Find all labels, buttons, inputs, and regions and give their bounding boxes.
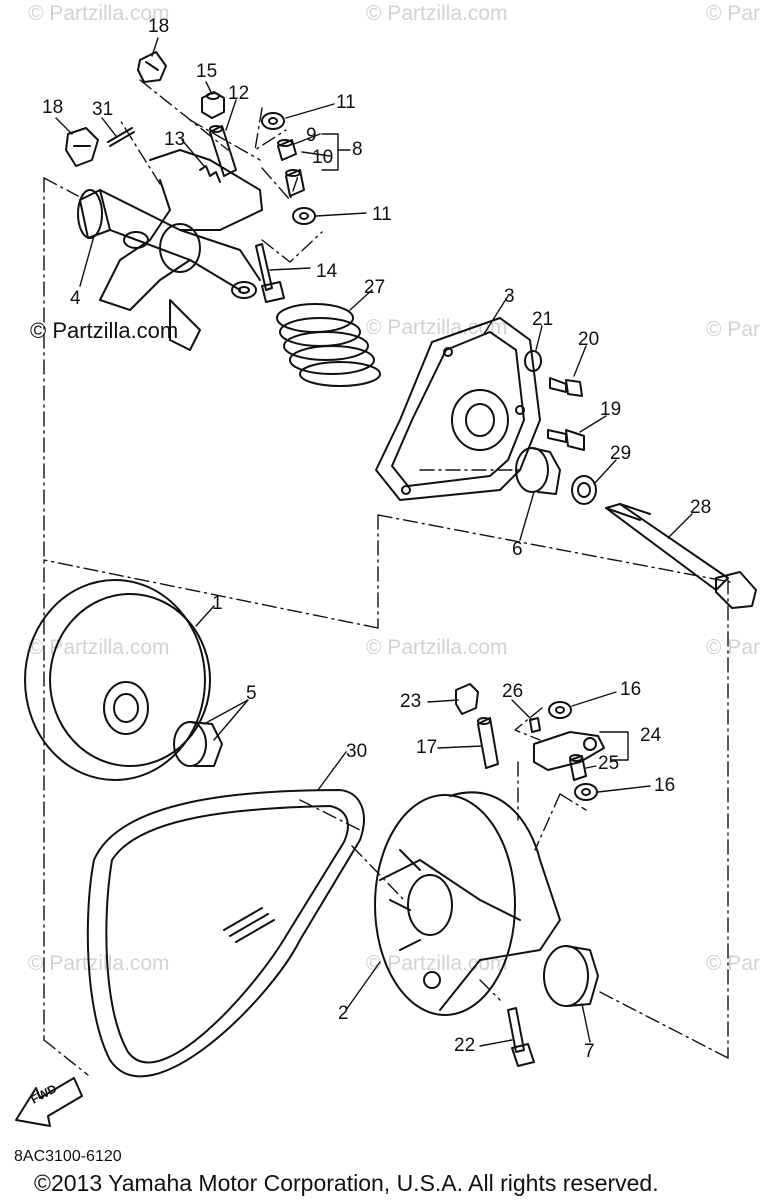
clip-part-18-left [65, 127, 99, 167]
callout-21: 21 [532, 309, 554, 330]
watermark: © Partzilla.com [366, 2, 508, 25]
bushing-part-6 [515, 447, 561, 495]
drive-belt-part-30 [86, 789, 365, 1078]
callout-8: 8 [352, 139, 363, 160]
watermark: © Partzilla.com [366, 316, 508, 339]
callout-12: 12 [228, 83, 250, 104]
leader-lines [55, 37, 693, 1047]
callout-26: 26 [502, 681, 524, 702]
pin-part-17 [477, 717, 499, 769]
callout-1: 1 [212, 593, 223, 614]
clip-part-18-top [137, 51, 167, 83]
watermark: © Partzilla.com [366, 636, 508, 659]
nut-part-15 [201, 91, 225, 119]
callout-25: 25 [598, 753, 620, 774]
callout-7: 7 [584, 1041, 595, 1062]
washer-part-21 [524, 350, 542, 372]
bolt-part-14 [255, 243, 285, 303]
spider-cover-part-3 [375, 317, 541, 501]
watermark: © Par [706, 2, 760, 25]
callout-9: 9 [306, 125, 317, 146]
pin-part-12 [209, 125, 237, 177]
watermark: © Par [706, 952, 760, 975]
watermark: © Par [706, 318, 760, 341]
callout-29: 29 [610, 443, 632, 464]
callout-31: 31 [92, 99, 114, 120]
collar-part-29 [571, 475, 597, 505]
callout-14: 14 [316, 261, 338, 282]
pin-part-31 [107, 127, 135, 147]
callout-27: 27 [364, 277, 386, 298]
washer-part-16-upper [548, 701, 572, 719]
washer-part-11-lower [292, 207, 316, 225]
bolt-part-19 [547, 429, 585, 451]
callout-22: 22 [454, 1035, 476, 1056]
bolt-part-22 [507, 1007, 535, 1067]
spring-part-27 [276, 303, 381, 387]
callout-6: 6 [512, 539, 523, 560]
watermark-dark: © Partzilla.com [30, 318, 179, 343]
nut-part-23 [455, 683, 479, 715]
collar-part-10 [285, 169, 305, 197]
callout-11-top: 11 [336, 92, 356, 113]
callout-11-lower: 11 [372, 204, 392, 225]
spring-part-13 [199, 165, 221, 183]
watermark: © Partzilla.com [28, 2, 170, 25]
callout-13: 13 [164, 129, 186, 150]
diagram-reference-code: 8AC3100-6120 [14, 1148, 122, 1165]
watermark: © Par [706, 636, 760, 659]
callout-5: 5 [246, 683, 257, 704]
watermark: © Partzilla.com [28, 636, 170, 659]
roller-part-9 [277, 139, 297, 161]
fwd-arrow-icon [15, 1077, 83, 1127]
washer-part-11-top [261, 112, 285, 130]
callout-10: 10 [312, 147, 334, 168]
callout-24: 24 [640, 725, 662, 746]
arm-part-24 [533, 731, 605, 771]
callout-19: 19 [600, 399, 622, 420]
spider-hub-part-4 [77, 149, 263, 351]
collar-part-25 [569, 754, 587, 781]
callout-15: 15 [196, 61, 218, 82]
callout-18-top: 18 [148, 16, 170, 37]
bushing-part-5 [173, 721, 223, 767]
watermark: © Partzilla.com [28, 952, 170, 975]
screw-part-26 [529, 717, 541, 733]
washer-part-16-lower [574, 783, 598, 801]
copyright-notice: ©2013 Yamaha Motor Corporation, U.S.A. A… [34, 1170, 659, 1196]
callout-3: 3 [504, 286, 515, 307]
callout-2: 2 [338, 1003, 349, 1024]
callout-20: 20 [578, 329, 600, 350]
callout-30: 30 [346, 741, 368, 762]
callout-28: 28 [690, 497, 712, 518]
callout-17: 17 [416, 737, 438, 758]
assembly-guide-lines [43, 79, 731, 1076]
bushing-part-7 [543, 945, 599, 1007]
sheave-part-1 [24, 579, 211, 781]
bolt-part-20 [549, 377, 583, 397]
callout-18-left: 18 [42, 97, 64, 118]
sheave-part-2 [374, 791, 561, 1016]
callout-16-upper: 16 [620, 679, 642, 700]
callout-23: 23 [400, 691, 422, 712]
callout-16-lower: 16 [654, 775, 676, 796]
callout-4: 4 [70, 288, 81, 309]
bolt-part-28 [605, 503, 757, 609]
